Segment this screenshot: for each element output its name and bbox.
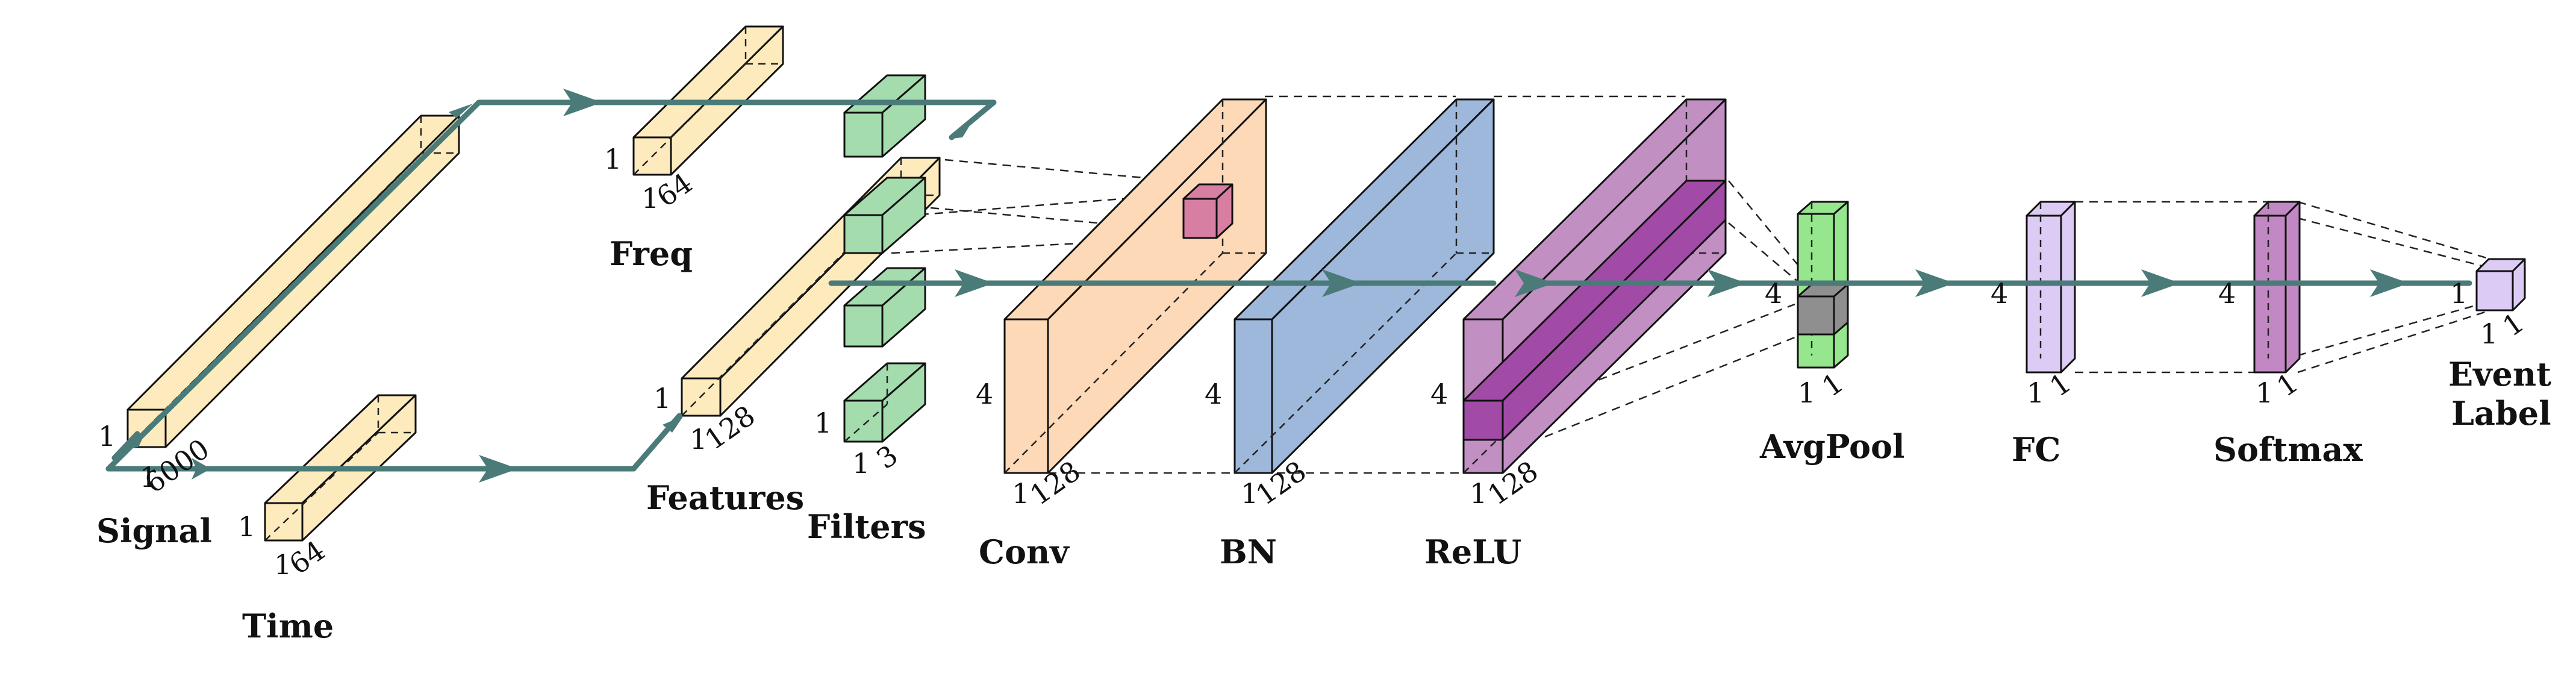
- bn-dim-w: 1: [1241, 477, 1258, 510]
- time-dim-w: 1: [274, 548, 292, 581]
- time-dim-h: 1: [238, 510, 255, 543]
- filter-dim-d: 3: [870, 439, 903, 475]
- label-fc: FC: [2012, 430, 2060, 469]
- kernel-cube: [1182, 183, 1233, 239]
- stage-labels: Signal Time Freq Features Filters Conv B…: [96, 234, 2551, 645]
- avgpool-dim-h: 4: [1765, 277, 1782, 310]
- event-dim-h: 1: [2450, 277, 2468, 310]
- event-dim-d: 1: [2496, 306, 2530, 343]
- filter-cube-1: [843, 74, 926, 158]
- label-softmax: Softmax: [2213, 430, 2363, 469]
- filter-dim-h: 1: [814, 407, 832, 439]
- relu-slice: [1462, 180, 1727, 441]
- label-time: Time: [242, 607, 334, 645]
- bn-block: [1233, 98, 1495, 474]
- filter-cube-3: [843, 267, 926, 348]
- pooled-cube: [1797, 283, 1849, 336]
- signal-dim-h: 1: [98, 420, 116, 452]
- event-label-cube: [2475, 258, 2526, 311]
- label-relu: ReLU: [1424, 533, 1521, 571]
- label-event-line2: Label: [2451, 394, 2551, 433]
- conv-block: [1003, 98, 1267, 474]
- flow-arrowheads: [123, 89, 2409, 483]
- signal-dim-w: 1: [140, 461, 157, 493]
- label-avgpool: AvgPool: [1759, 427, 1905, 466]
- fc-dim-h: 4: [1991, 277, 2008, 310]
- label-freq: Freq: [610, 234, 693, 273]
- label-event-line1: Event: [2448, 355, 2551, 393]
- softmax-dim-h: 4: [2218, 277, 2236, 310]
- softmax-dim-w: 1: [2256, 377, 2273, 409]
- avgpool-dim-d: 1: [1816, 366, 1849, 403]
- bn-dim-h: 4: [1205, 378, 1222, 410]
- conv-dim-w: 1: [1012, 477, 1029, 510]
- label-bn: BN: [1220, 533, 1277, 571]
- filter-cube-4: [843, 362, 926, 443]
- relu-dim-w: 1: [1470, 477, 1487, 510]
- conv-dim-h: 4: [976, 378, 993, 410]
- fc-dim-w: 1: [2027, 377, 2044, 409]
- label-signal: Signal: [96, 512, 212, 550]
- relu-dim-h: 4: [1430, 378, 1448, 410]
- label-features: Features: [646, 478, 804, 517]
- features-dim-w: 1: [690, 423, 707, 455]
- fc-block: [2026, 201, 2076, 374]
- filter-dim-w: 1: [852, 447, 870, 480]
- avgpool-dim-w: 1: [1798, 377, 1815, 409]
- filter-cube-2: [843, 177, 926, 254]
- label-filters: Filters: [807, 507, 926, 546]
- softmax-block: [2253, 201, 2301, 374]
- features-dim-h: 1: [653, 382, 671, 415]
- label-conv: Conv: [979, 533, 1070, 571]
- freq-dim-w: 1: [641, 182, 659, 214]
- event-dim-w: 1: [2480, 318, 2498, 350]
- freq-dim-h: 1: [604, 143, 622, 175]
- flow-paths: [105, 99, 2472, 472]
